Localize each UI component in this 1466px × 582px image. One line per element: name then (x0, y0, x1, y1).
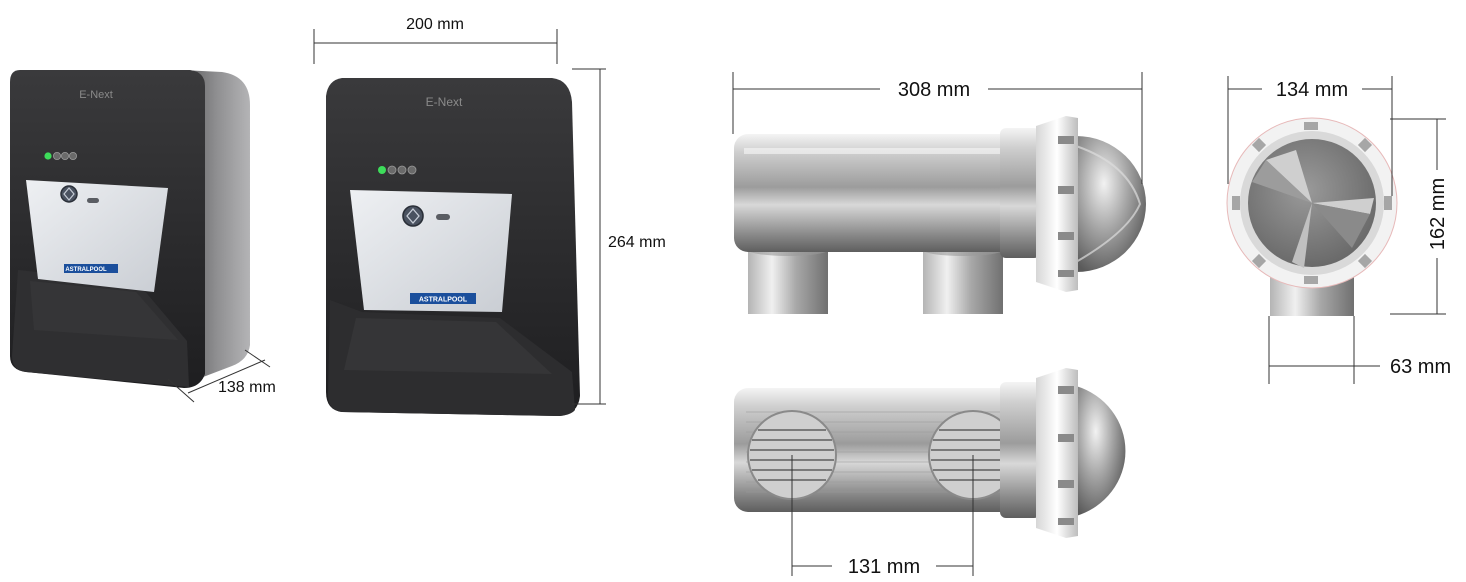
dimension-cell-width: 134 mm (1227, 76, 1393, 196)
button-diamond-icon (63, 187, 75, 201)
unit-brand-logo-text: ASTRALPOOL (65, 267, 107, 273)
width-dimension-label: 200 mm (406, 16, 464, 33)
cell-flange (1036, 116, 1078, 292)
unit2-inner-facet (344, 318, 552, 374)
unit-brand-logo (64, 264, 118, 273)
led-icon (69, 151, 78, 160)
dimension-unit-depth: 138 mm (167, 349, 276, 403)
unit-front-panel (26, 180, 168, 292)
height-dimension-label: 264 mm (608, 234, 666, 251)
button-diamond-icon (406, 208, 420, 224)
cell-dome (1076, 136, 1146, 272)
unit2-brand-logo-text: ASTRALPOOL (419, 297, 468, 304)
depth-dimension-label: 138 mm (218, 379, 276, 396)
dimension-unit-height: 264 mm (572, 68, 666, 405)
cell-bottom-view (734, 368, 1126, 538)
cell2-dome (1076, 386, 1126, 516)
dimension-cell-height: 162 mm (1390, 118, 1449, 315)
cell-side-view (734, 116, 1146, 314)
cell-port-label: 63 mm (1390, 356, 1451, 378)
cell-collar (1000, 128, 1040, 258)
unit2-front-panel (350, 190, 512, 312)
led-green-icon (378, 166, 386, 174)
unit-power-button-icon (60, 185, 78, 203)
unit-bottom-inner-facet (30, 281, 178, 340)
cell-port-left (748, 248, 828, 314)
flange-notches (1232, 122, 1392, 284)
dimension-port-spacing: 131 mm (791, 455, 974, 578)
led-icon (387, 165, 397, 175)
unit2-status-pill (436, 214, 450, 220)
led-icon (407, 165, 417, 175)
unit-front-view: E-Next ASTRALPOOL (326, 78, 580, 416)
cell-length-label: 308 mm (898, 79, 970, 101)
unit2-brand-logo (410, 293, 476, 304)
unit-perspective-view: E-Next ASTRALPOOL (10, 70, 250, 388)
unit2-model-label: E-Next (426, 95, 463, 109)
cell2-collar (1000, 382, 1040, 518)
cell-end-view (1226, 117, 1398, 316)
dimension-unit-width: 200 mm (313, 16, 558, 64)
cell-tube (734, 134, 1024, 252)
cell-width-label: 134 mm (1276, 79, 1348, 101)
cell2-flange (1036, 368, 1078, 538)
led-icon (61, 151, 70, 160)
unit-status-pill (87, 198, 99, 203)
led-icon (397, 165, 407, 175)
port-spacing-label: 131 mm (848, 556, 920, 577)
cell-height-label: 162 mm (1427, 178, 1449, 250)
unit-model-label: E-Next (79, 89, 113, 101)
unit2-led-indicators (378, 165, 417, 175)
led-green-icon (44, 152, 52, 160)
dimension-cell-length: 308 mm (732, 72, 1143, 184)
dimension-cell-port: 63 mm (1268, 316, 1451, 384)
led-icon (53, 151, 62, 160)
cell-port-right (923, 248, 1003, 314)
unit-led-indicators (44, 151, 78, 160)
unit2-power-button-icon (402, 205, 424, 227)
